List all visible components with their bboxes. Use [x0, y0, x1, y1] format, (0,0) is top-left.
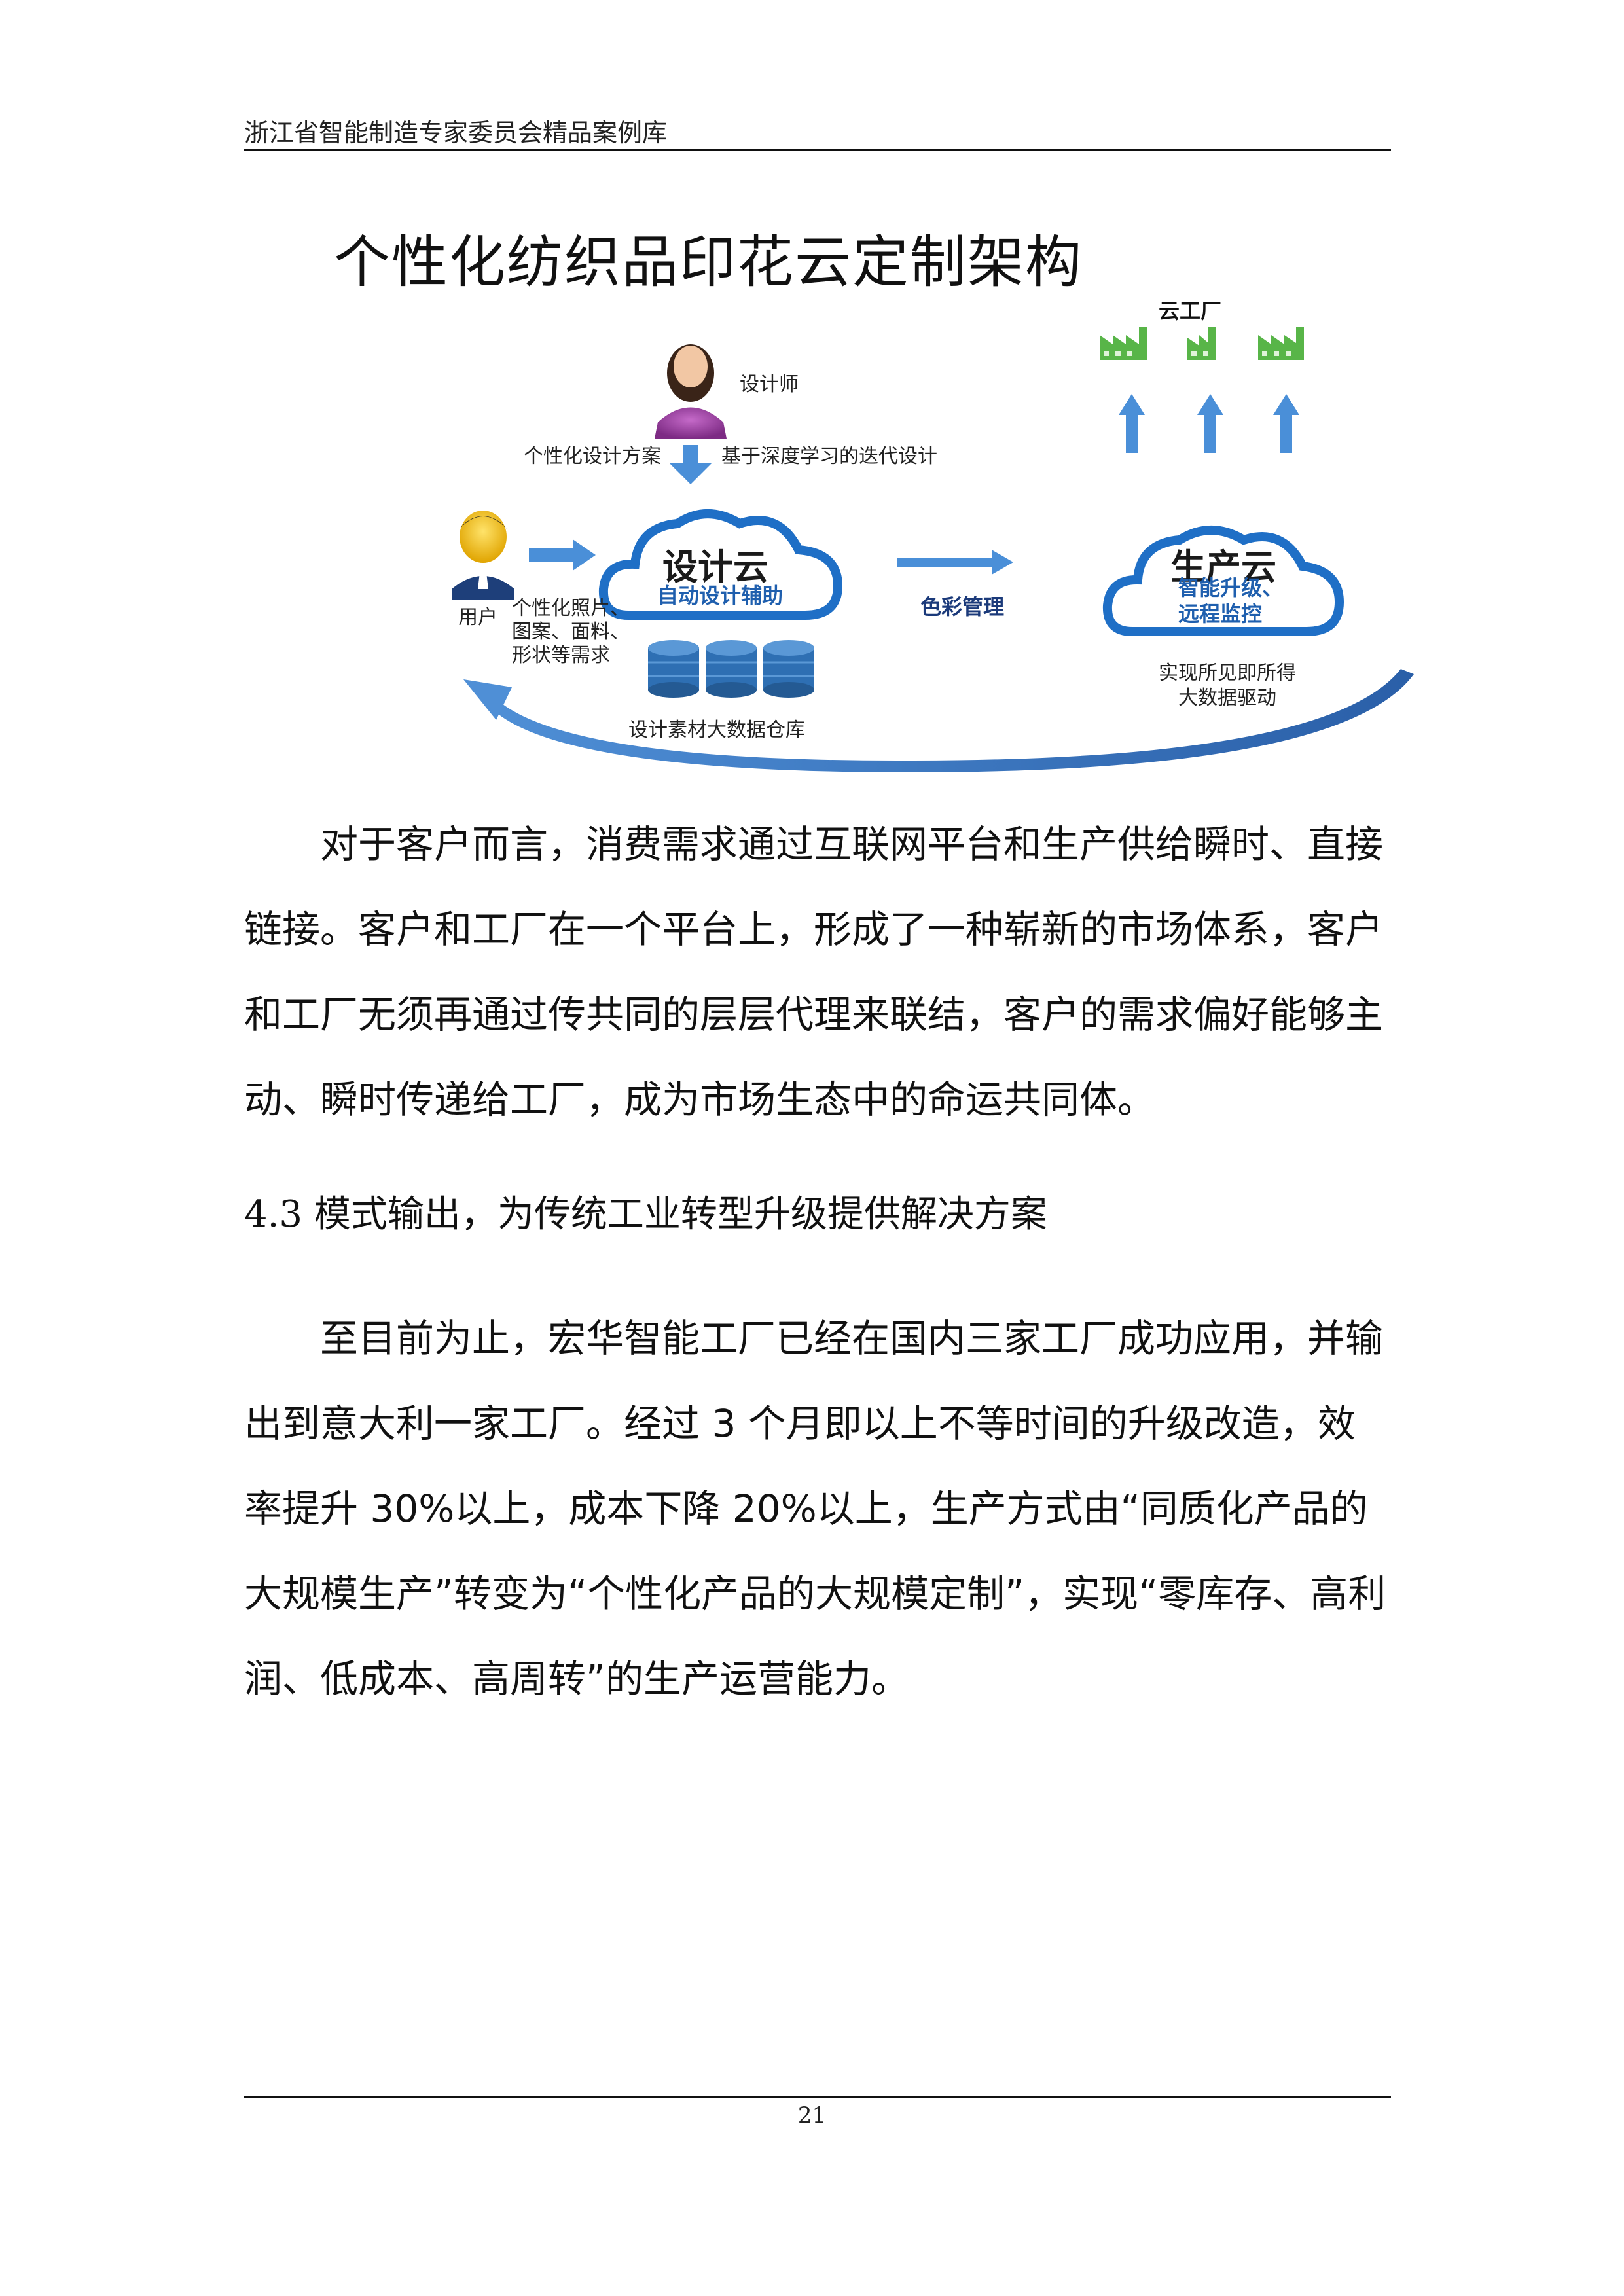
warehouse-label: 设计素材大数据仓库 [628, 719, 805, 742]
factory-icon [1100, 327, 1147, 360]
designer-icon [655, 344, 727, 439]
deep-learning-label: 基于深度学习的迭代设计 [721, 445, 937, 468]
figure-title: 个性化纺织品印花云定制架构 [334, 230, 1083, 295]
production-cloud-icon [1102, 526, 1344, 636]
architecture-figure: 个性化纺织品印花云定制架构 [321, 196, 1434, 785]
page-number: 21 [797, 2102, 827, 2128]
designer-arrow-icon [670, 445, 712, 484]
production-cloud-subtitle-line: 智能升级、 [1178, 575, 1284, 600]
color-management-arrow-icon [897, 550, 1013, 575]
up-arrow-icon [1119, 394, 1145, 453]
design-cloud-title: 设计云 [662, 547, 768, 588]
footer-rule [244, 2096, 1391, 2098]
user-arrow-icon [529, 539, 596, 571]
wysiwyg-line: 大数据驱动 [1178, 687, 1276, 709]
header-rule [244, 149, 1391, 151]
production-cloud-subtitle-line: 远程监控 [1178, 601, 1263, 626]
factory-icon [1187, 327, 1216, 360]
designer-label: 设计师 [740, 373, 799, 396]
wysiwyg-line: 实现所见即所得 [1159, 662, 1296, 685]
user-needs-line: 形状等需求 [512, 644, 610, 667]
production-cloud-title: 生产云 [1170, 547, 1276, 588]
user-needs-text: 个性化照片、 图案、面料、 形状等需求 [512, 597, 630, 668]
wysiwyg-text: 实现所见即所得 大数据驱动 [1159, 661, 1296, 711]
paragraph-2: 至目前为止，宏华智能工厂已经在国内三家工厂成功应用，并输出到意大利一家工厂。经过… [244, 1316, 1386, 1701]
design-plan-label: 个性化设计方案 [524, 445, 661, 468]
design-cloud-subtitle: 自动设计辅助 [657, 583, 784, 608]
user-icon [452, 511, 514, 600]
running-header: 浙江省智能制造专家委员会精品案例库 [244, 118, 668, 147]
color-management-label: 色彩管理 [920, 594, 1005, 619]
user-needs-line: 图案、面料、 [512, 620, 630, 643]
user-needs-line: 个性化照片、 [512, 597, 630, 620]
paragraph-1: 对于客户而言，消费需求通过互联网平台和生产供给瞬时、直接链接。客户和工厂在一个平… [244, 822, 1384, 1122]
factory-icon [1258, 327, 1304, 360]
section-heading: 4.3 模式输出，为传统工业转型升级提供解决方案 [244, 1193, 1047, 1236]
return-curve-arrow-icon [463, 669, 1414, 772]
up-arrow-icon [1273, 394, 1299, 453]
user-label: 用户 [458, 606, 497, 629]
architecture-diagram [452, 327, 1414, 772]
up-arrow-icon [1197, 394, 1223, 453]
production-cloud-subtitle: 智能升级、 远程监控 [1178, 575, 1283, 627]
design-cloud-icon [598, 509, 843, 620]
cloud-factory-label: 云工厂 [1159, 298, 1222, 323]
database-icon [648, 640, 814, 698]
